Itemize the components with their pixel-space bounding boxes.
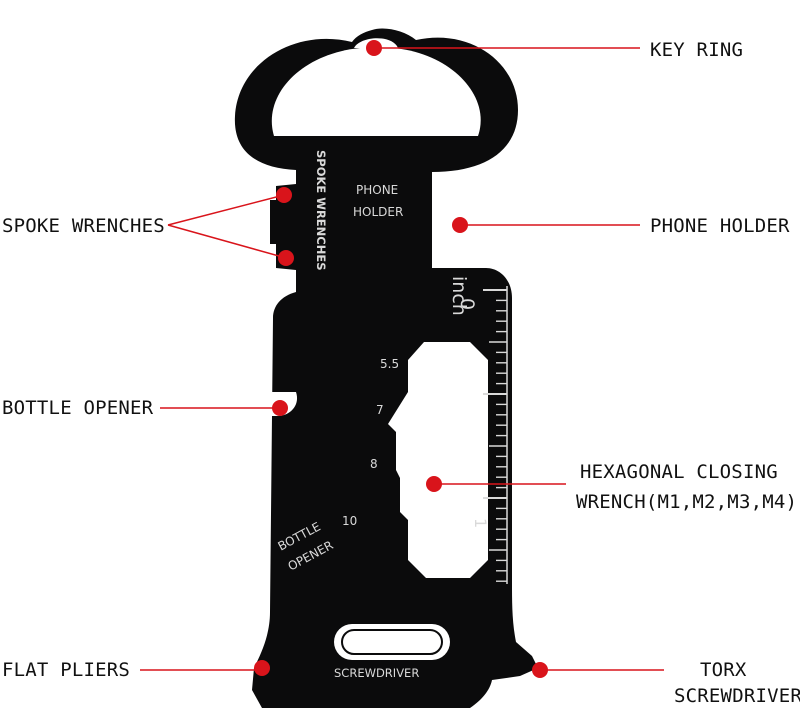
marker-dot-spoke-lower bbox=[278, 250, 294, 266]
label-key-ring: KEY RING bbox=[650, 39, 744, 61]
engraving-ruler-one: 1 bbox=[471, 518, 490, 529]
key-ring-hole bbox=[271, 48, 481, 136]
marker-dot-phone-holder bbox=[452, 217, 468, 233]
label-flat-pliers: FLAT PLIERS bbox=[2, 659, 131, 681]
label-bottle-opener: BOTTLE OPENER bbox=[2, 397, 154, 419]
engraving-size-8: 8 bbox=[370, 457, 378, 471]
engraving-size-5-5: 5.5 bbox=[380, 357, 400, 371]
hex-wrench-hole bbox=[388, 342, 488, 578]
leader-lines bbox=[140, 40, 664, 678]
label-phone-holder: PHONE HOLDER bbox=[650, 215, 790, 237]
marker-dot-bottle-opener bbox=[272, 400, 288, 416]
engraving-phone-line2: HOLDER bbox=[353, 205, 404, 219]
marker-dot-hex-wrench bbox=[426, 476, 442, 492]
leader-line-spoke-upper bbox=[167, 194, 285, 226]
screwdriver-slot-inner bbox=[341, 629, 443, 655]
engraving-spoke-wrenches: SPOKE WRENCHES bbox=[314, 150, 328, 271]
label-spoke-wrenches: SPOKE WRENCHES bbox=[2, 215, 165, 237]
label-torx-line2: SCREWDRIVER bbox=[674, 685, 800, 707]
engraving-size-7: 7 bbox=[376, 403, 384, 417]
label-hex-wrench-line2: WRENCH(M1,M2,M3,M4) bbox=[576, 491, 798, 513]
engraving-ruler-unit: inch bbox=[448, 276, 470, 316]
tool-body bbox=[234, 28, 538, 709]
engraving-screwdriver: SCREWDRIVER bbox=[334, 666, 420, 680]
label-hex-wrench-line1: HEXAGONAL CLOSING bbox=[580, 461, 778, 483]
ruler-scale bbox=[483, 286, 508, 584]
marker-dot-torx bbox=[532, 662, 548, 678]
label-torx-line1: TORX bbox=[700, 659, 747, 681]
engraving-size-10: 10 bbox=[342, 514, 358, 528]
marker-dot-spoke-upper bbox=[276, 187, 292, 203]
marker-dot-flat-pliers bbox=[254, 660, 270, 676]
marker-dot-key-ring bbox=[366, 40, 382, 56]
engraving-phone-line1: PHONE bbox=[356, 183, 399, 197]
leader-line-spoke-lower bbox=[167, 224, 287, 259]
